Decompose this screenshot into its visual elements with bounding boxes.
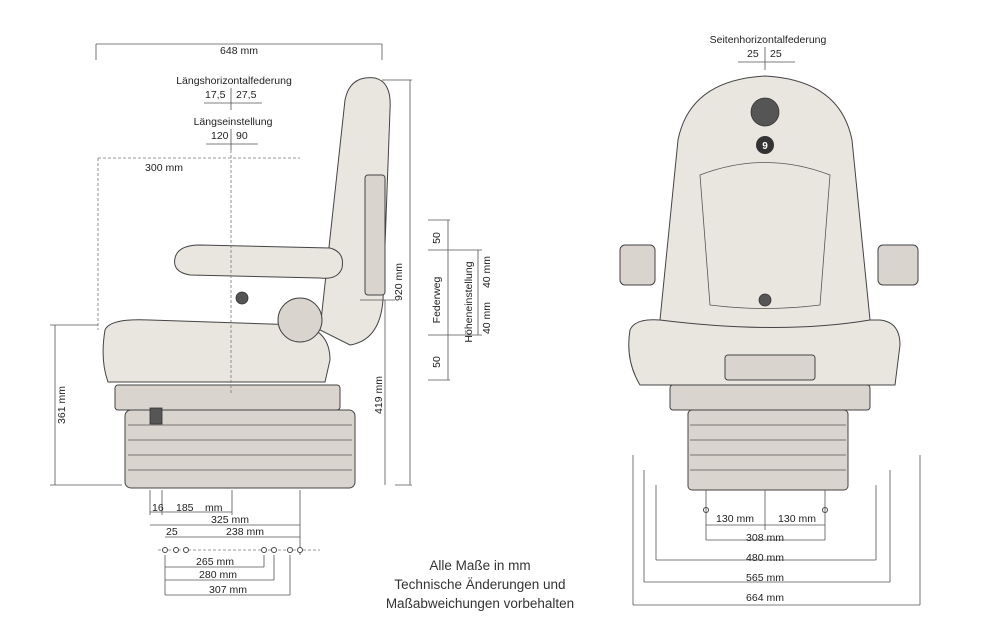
dim-920	[382, 79, 412, 486]
side-rail	[114, 384, 341, 411]
label-overall-width: 648 mm	[220, 45, 258, 57]
note-line-1: Alle Maße in mm	[429, 558, 531, 573]
hole-1	[162, 547, 168, 553]
label-side-horizontal-suspension: Seitenhorizontalfederung	[710, 34, 827, 46]
dim-hole-spacing	[164, 555, 291, 596]
label-ha-top: 40 mm	[481, 256, 493, 288]
label-480: 480 mm	[746, 552, 784, 564]
dim-648	[95, 43, 383, 60]
dim-361	[50, 324, 122, 486]
badge-number: 9	[762, 141, 768, 152]
value-la-right: 90	[236, 130, 248, 142]
note-line-2: Technische Änderungen und	[394, 577, 566, 592]
front-rail	[669, 384, 871, 411]
note-line-3: Maßabweichungen vorbehalten	[385, 596, 575, 611]
front-suspension-base	[687, 409, 849, 491]
label-565: 565 mm	[746, 572, 784, 584]
dim-185	[149, 490, 233, 515]
side-bellows-lines	[128, 424, 352, 471]
front-left-armrest	[619, 244, 656, 286]
value-shs-right: 25	[770, 48, 782, 60]
label-suspension-travel: Federweg	[431, 277, 443, 324]
label-664: 664 mm	[746, 592, 784, 604]
hole-4	[261, 547, 267, 553]
dim-419	[360, 299, 395, 485]
label-suspension-top: 50	[431, 232, 443, 244]
label-suspension-bottom: 50	[431, 356, 443, 368]
label-185: 185	[176, 502, 194, 514]
dim-lhs	[204, 88, 262, 110]
label-308: 308 mm	[746, 532, 784, 544]
side-lever	[149, 407, 163, 425]
front-dimensions: Seitenhorizontalfederung 25 25 130 mm 13…	[632, 34, 921, 606]
label-height-adjustment: Höheneinstellung	[463, 261, 475, 342]
label-height-rear: 419 mm	[373, 376, 385, 414]
side-pivot	[235, 291, 249, 305]
label-16: 16	[152, 502, 164, 514]
hole-2	[173, 547, 179, 553]
label-hole-left: 130 mm	[716, 513, 754, 525]
label-mm: mm	[205, 502, 223, 514]
side-mechanism-disc	[277, 297, 323, 343]
badge-circle	[756, 136, 774, 154]
label-long-adjustment: Längseinstellung	[194, 116, 273, 128]
front-seat-cushion	[628, 319, 901, 386]
front-view-seat: 9	[619, 75, 919, 491]
value-la-left: 120	[211, 130, 229, 142]
front-bellows-lines	[690, 424, 846, 471]
value-lhs-right: 27,5	[236, 89, 257, 101]
label-238: 238 mm	[226, 526, 264, 538]
label-long-horizontal-suspension: Längshorizontalfederung	[176, 75, 292, 87]
note-text: Alle Maße in mm Technische Änderungen un…	[360, 556, 600, 613]
label-307: 307 mm	[209, 584, 247, 596]
front-right-armrest	[877, 244, 919, 286]
label-overall-height: 920 mm	[393, 263, 405, 301]
dim-664	[632, 455, 921, 606]
dim-la	[206, 129, 258, 150]
dim-suspension	[428, 219, 482, 381]
label-25: 25	[166, 526, 178, 538]
label-seat-depth: 300 mm	[145, 162, 183, 174]
side-lumbar-panel	[364, 174, 386, 296]
front-backrest-panel	[699, 162, 831, 309]
value-lhs-left: 17,5	[205, 89, 226, 101]
dim-325	[150, 490, 301, 555]
label-hole-right: 130 mm	[778, 513, 816, 525]
label-265: 265 mm	[196, 556, 234, 568]
value-shs-left: 25	[747, 48, 759, 60]
label-height-front: 361 mm	[56, 386, 68, 424]
hole-3	[183, 547, 189, 553]
dim-300-guide	[97, 157, 300, 330]
hole-5	[271, 547, 277, 553]
dim-565	[643, 470, 891, 583]
side-dimensions: 648 mm Längshorizontalfederung 17,5 27,5…	[50, 43, 493, 596]
front-pivot	[758, 293, 772, 307]
front-backrest	[659, 75, 871, 328]
dim-shs	[738, 47, 795, 70]
hole-7	[297, 547, 303, 553]
dim-130	[705, 490, 826, 540]
side-armrest	[174, 244, 343, 279]
hole-6	[287, 547, 293, 553]
label-325: 325 mm	[211, 514, 249, 526]
side-view-seat	[102, 77, 391, 489]
side-seat-cushion	[102, 319, 331, 383]
brand-logo-icon	[750, 97, 780, 127]
label-280: 280 mm	[199, 569, 237, 581]
label-ha-bottom: 40 mm	[481, 302, 493, 334]
dim-480	[655, 485, 877, 561]
front-handle	[724, 354, 816, 381]
